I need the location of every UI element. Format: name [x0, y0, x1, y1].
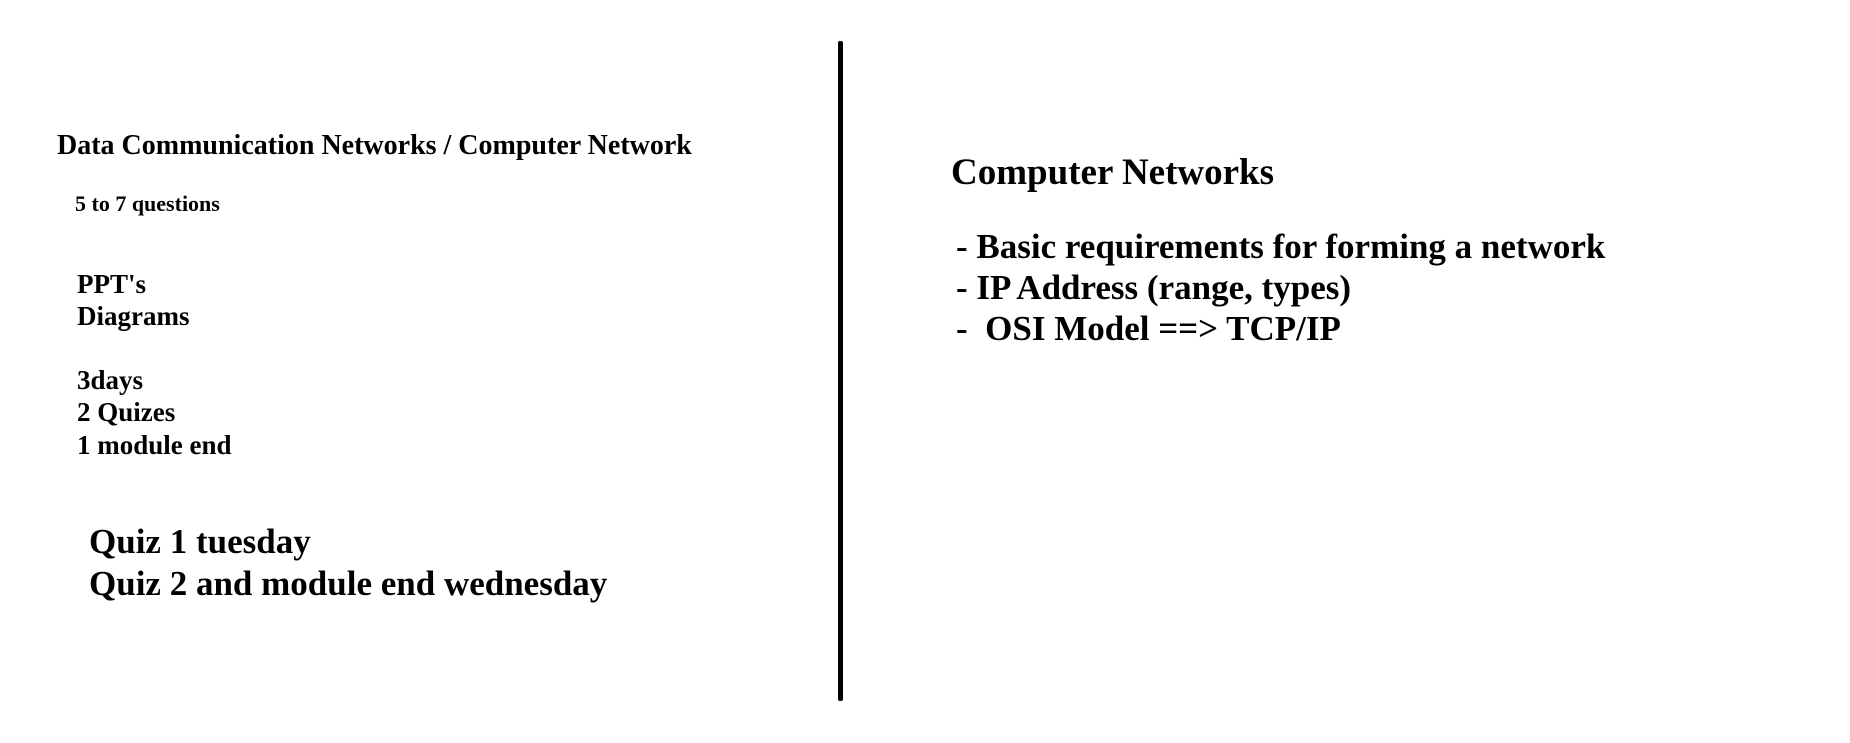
vertical-divider	[838, 41, 843, 701]
quiz-1-note: Quiz 1 tuesday	[89, 522, 311, 561]
quiz-2-note: Quiz 2 and module end wednesday	[89, 564, 608, 603]
schedule-item-quizes: 2 Quizes	[77, 397, 176, 427]
topics-title: Computer Networks	[951, 152, 1275, 193]
schedule-item-days: 3days	[77, 365, 144, 395]
material-item-ppts: PPT's	[77, 269, 147, 299]
course-title: Data Communication Networks / Computer N…	[57, 130, 692, 161]
schedule-item-module-end: 1 module end	[77, 430, 232, 460]
question-count-note: 5 to 7 questions	[75, 191, 220, 216]
topic-item-basic-requirements: - Basic requirements for forming a netwo…	[956, 227, 1606, 266]
topic-item-osi-model: - OSI Model ==> TCP/IP	[956, 309, 1341, 348]
topic-item-ip-address: - IP Address (range, types)	[956, 268, 1352, 307]
material-item-diagrams: Diagrams	[77, 301, 190, 331]
